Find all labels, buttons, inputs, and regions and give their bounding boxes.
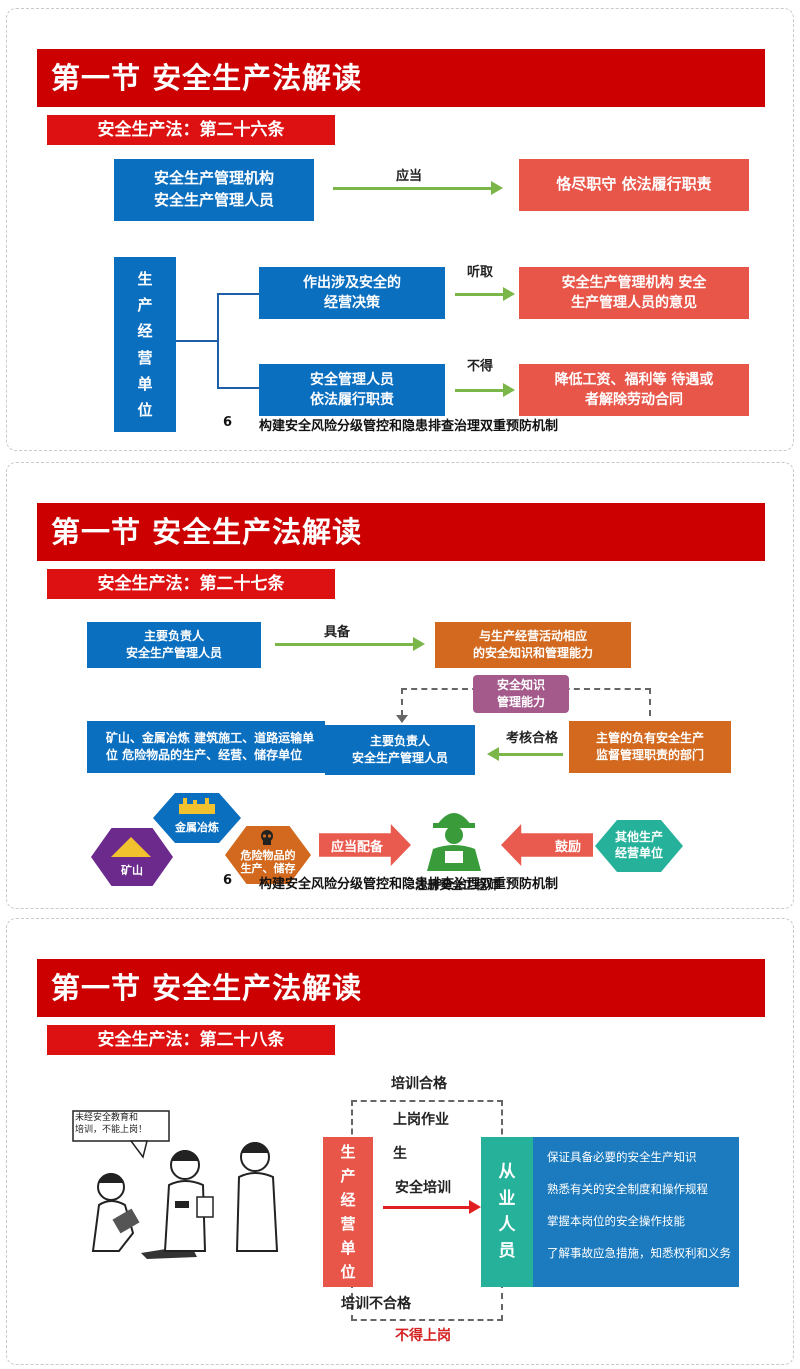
- list-item: 保证具备必要的安全生产知识: [547, 1149, 731, 1181]
- label-sheng: 生: [393, 1143, 407, 1163]
- arrow-label-examined: 考核合格: [487, 727, 577, 746]
- worker-vertical-label: 从 业 人 员: [481, 1137, 533, 1287]
- hex-mine-label: 矿山: [121, 862, 143, 878]
- box-opinions: 安全生产管理机构 安全 生产管理人员的意见: [519, 267, 749, 319]
- box-safety-managers: 安全生产管理机构 安全生产管理人员: [114, 159, 314, 221]
- mountain-icon: [111, 835, 151, 857]
- box-managers-perform: 安全管理人员 依法履行职责: [259, 364, 445, 416]
- arrow-label-possess: 具备: [307, 621, 367, 640]
- box-safety-knowledge: 安全知识 管理能力: [473, 675, 569, 713]
- hex-danger-label: 危险物品的 生产、储存: [241, 849, 296, 877]
- box-duties: 恪尽职守 依法履行职责: [519, 159, 749, 211]
- arrow-head-red: [469, 1200, 481, 1214]
- label-on-duty: 上岗作业: [393, 1109, 449, 1129]
- arrow-must-not: [455, 389, 505, 392]
- arrow-encourage-label: 鼓励: [555, 836, 581, 855]
- label-safety-training: 安全培训: [395, 1177, 451, 1197]
- connector: [217, 293, 219, 388]
- connector: [217, 293, 259, 295]
- box-knowledge-ability: 与生产经营活动相应 的安全知识和管理能力: [435, 622, 631, 668]
- box-principal-managers: 主要负责人 安全生产管理人员: [87, 622, 261, 668]
- list-item: 熟悉有关的安全制度和操作规程: [547, 1181, 731, 1213]
- box-no-penalty: 降低工资、福利等 待遇或 者解除劳动合同: [519, 364, 749, 416]
- connector: [217, 387, 259, 389]
- footnote-number: 6: [223, 415, 232, 430]
- footnote-text: 构建安全风险分级管控和隐患排查治理双重预防机制: [259, 415, 558, 434]
- dashed-arrow-head: [396, 715, 408, 723]
- article-subtitle: 安全生产法：第二十七条: [47, 569, 335, 599]
- label-no-duty: 不得上岗: [395, 1325, 451, 1345]
- list-item: 掌握本岗位的安全操作技能: [547, 1213, 731, 1245]
- hex-other-label: 其他生产 经营单位: [615, 830, 663, 861]
- arrow-encourage: 鼓励: [501, 824, 593, 866]
- slide-header: 第一节 安全生产法解读: [37, 49, 765, 107]
- unit-vertical-label: 生 产 经 营 单 位: [114, 257, 176, 432]
- arrow-label-should: 应当: [379, 165, 439, 184]
- label-training-fail: 培训不合格: [341, 1293, 411, 1313]
- connector: [176, 340, 218, 342]
- article-subtitle: 安全生产法：第二十八条: [47, 1025, 335, 1055]
- article-subtitle: 安全生产法：第二十六条: [47, 115, 335, 145]
- arrow-label-must-not: 不得: [455, 355, 505, 374]
- slide-article-27: 第一节 安全生产法解读 安全生产法：第二十七条 主要负责人 安全生产管理人员 具…: [6, 462, 794, 909]
- slide-header: 第一节 安全生产法解读: [37, 959, 765, 1017]
- arrow-examined: [497, 753, 563, 756]
- factory-icon: [179, 798, 215, 814]
- arrow-label-listen: 听取: [455, 261, 505, 280]
- arrow-should-equip-label: 应当配备: [331, 836, 383, 855]
- arrow-listen: [455, 293, 505, 296]
- slide-header: 第一节 安全生产法解读: [37, 503, 765, 561]
- cartoon-speech-text: 未经安全教育和 培训，不能上岗！: [75, 1113, 165, 1136]
- arrow-possess: [275, 643, 415, 646]
- skull-icon: [255, 829, 279, 847]
- list-item: 了解事故应急措施，知悉权利和义务: [547, 1245, 731, 1277]
- box-business-decision: 作出涉及安全的 经营决策: [259, 267, 445, 319]
- box-principal-center: 主要负责人 安全生产管理人员: [325, 725, 475, 775]
- slide-article-28: 第一节 安全生产法解读 安全生产法：第二十八条 未经安全教育和 培训，不能上岗！…: [6, 918, 794, 1365]
- label-training-pass: 培训合格: [391, 1073, 447, 1093]
- arrow-should-equip: 应当配备: [319, 824, 411, 866]
- box-high-risk-units: 矿山、金属冶炼 建筑施工、道路运输单 位 危险物品的生产、经营、储存单位: [87, 721, 325, 773]
- arrow-safety-training: [383, 1206, 471, 1209]
- footnote-number: 6: [223, 873, 232, 888]
- safety-engineer-icon: [419, 801, 489, 871]
- arrow-should: [333, 187, 493, 190]
- unit-vertical-label: 生 产 经 营 单 位: [323, 1137, 373, 1287]
- box-supervisory-dept: 主管的负有安全生产 监督管理职责的部门: [569, 721, 731, 773]
- hex-other-units: 其他生产 经营单位: [595, 820, 683, 872]
- footnote-text: 构建安全风险分级管控和隐患排查治理双重预防机制: [259, 873, 558, 892]
- hex-metal-label: 金属冶炼: [175, 819, 219, 835]
- worker-duties-list: 保证具备必要的安全生产知识 熟悉有关的安全制度和操作规程 掌握本岗位的安全操作技…: [533, 1137, 739, 1287]
- slide-article-26: 第一节 安全生产法解读 安全生产法：第二十六条 安全生产管理机构 安全生产管理人…: [6, 8, 794, 451]
